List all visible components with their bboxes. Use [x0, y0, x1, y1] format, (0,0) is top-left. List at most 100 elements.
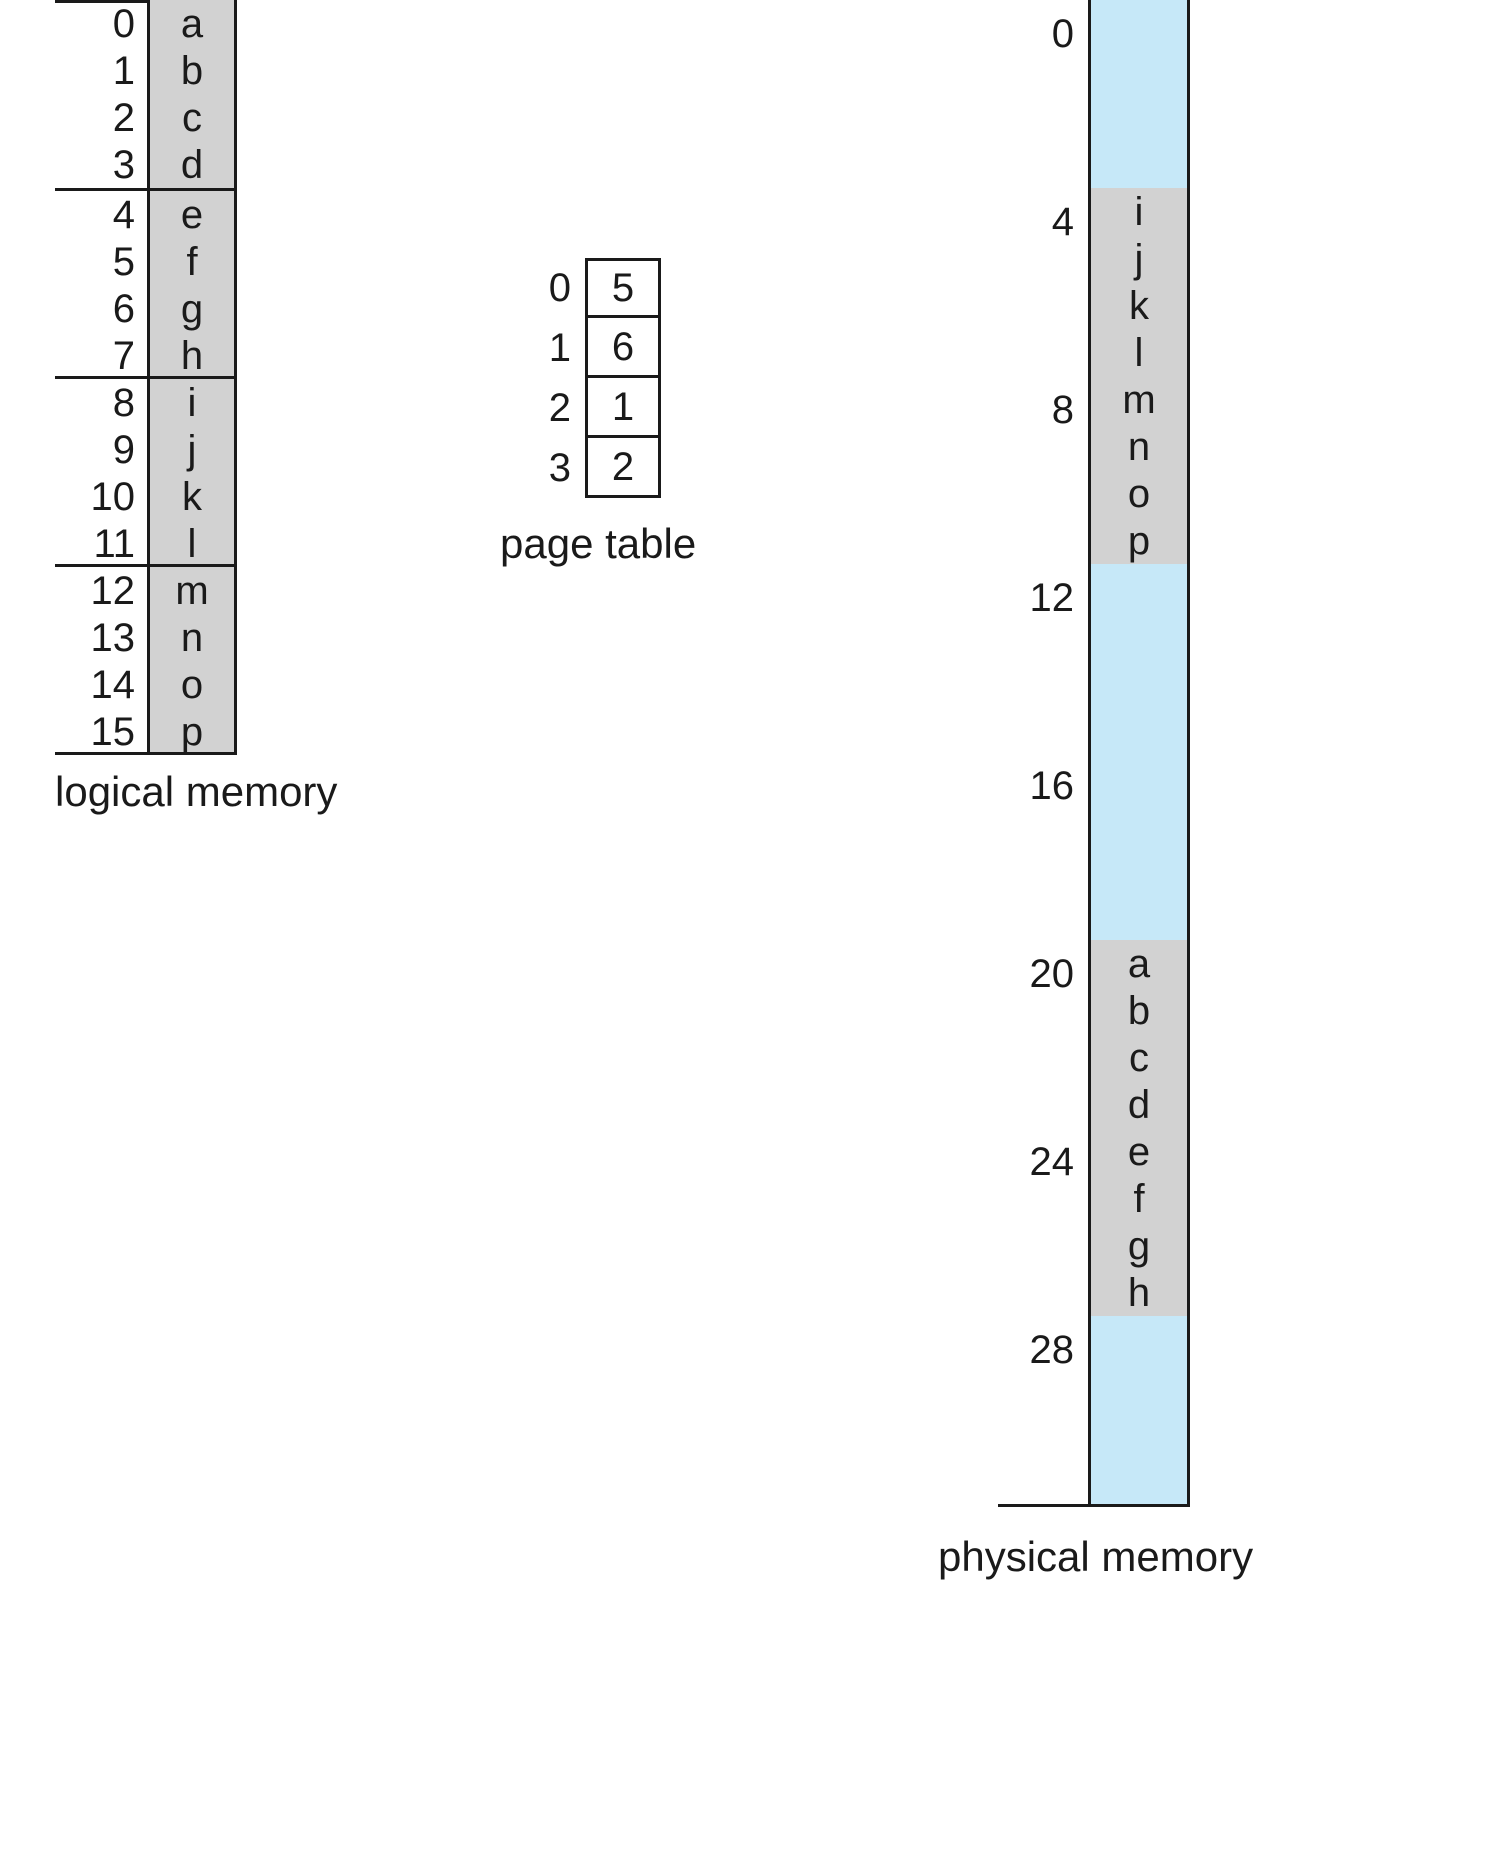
physical-cell-value: n: [1127, 424, 1151, 469]
logical-cell-value: p: [147, 708, 237, 755]
page-table-row: 0 5: [545, 258, 661, 318]
logical-address: 6: [55, 288, 147, 329]
logical-address: 2: [55, 97, 147, 138]
physical-memory-frame-5: 20 a b c d: [998, 940, 1190, 1128]
page-table-row: 1 6: [545, 318, 661, 378]
physical-address: 8: [998, 376, 1088, 564]
physical-cell-value: m: [1122, 377, 1156, 422]
logical-cell-value: k: [147, 473, 237, 520]
physical-address: 4: [998, 188, 1088, 376]
physical-cell-value: p: [1127, 518, 1151, 563]
physical-cell-value: j: [1134, 236, 1144, 281]
page-table-row: 3 2: [545, 438, 661, 498]
page-table-label: page table: [500, 520, 697, 567]
physical-cell-value: i: [1134, 189, 1144, 234]
logical-memory-page-3: 12 m 13 n 14 o 15 p: [55, 564, 237, 755]
logical-address: 10: [55, 476, 147, 517]
logical-memory-row: 4 e: [55, 191, 237, 238]
logical-memory-page-2: 8 i 9 j 10 k 11 l: [55, 376, 237, 567]
logical-memory-row: 7 h: [55, 332, 237, 379]
physical-cell-value: d: [1127, 1082, 1151, 1127]
logical-memory-bottom-border: [55, 752, 237, 755]
page-table-frame-value: 2: [585, 438, 661, 498]
logical-address: 12: [55, 570, 147, 611]
physical-address: 12: [998, 564, 1088, 752]
physical-address: 16: [998, 752, 1088, 940]
logical-cell-value: d: [147, 141, 237, 188]
physical-cell-value: b: [1127, 988, 1151, 1033]
physical-memory-frame-3: 12: [998, 564, 1190, 752]
logical-cell-value: a: [147, 0, 237, 47]
logical-cell-value: j: [147, 426, 237, 473]
logical-memory-row: 13 n: [55, 614, 237, 661]
page-table-frame-value: 1: [585, 378, 661, 438]
physical-memory-frame-0: 0: [998, 0, 1190, 188]
physical-cell-value: h: [1127, 1270, 1151, 1315]
logical-address: 8: [55, 382, 147, 423]
logical-memory-row: 10 k: [55, 473, 237, 520]
physical-memory-bottom-border: [998, 1504, 1190, 1507]
logical-address: 7: [55, 335, 147, 376]
logical-memory-row: 12 m: [55, 567, 237, 614]
logical-memory-row: 15 p: [55, 708, 237, 755]
logical-address: 0: [55, 3, 147, 44]
page-table-index: 1: [548, 326, 571, 370]
physical-memory-frame-2: 8 m n o p: [998, 376, 1190, 564]
page-table-index: 0: [548, 266, 571, 310]
physical-frame-contents: i j k l: [1088, 188, 1190, 376]
logical-memory-row: 5 f: [55, 238, 237, 285]
logical-memory-row: 14 o: [55, 661, 237, 708]
logical-address: 3: [55, 144, 147, 185]
physical-memory-frame-4: 16: [998, 752, 1190, 940]
logical-address: 9: [55, 429, 147, 470]
logical-address: 13: [55, 617, 147, 658]
logical-cell-value: e: [147, 191, 237, 238]
physical-memory-frame-7: 28: [998, 1316, 1190, 1504]
physical-address: 20: [998, 940, 1088, 1128]
logical-cell-value: l: [147, 520, 237, 567]
logical-memory-page-0: 0 a 1 b 2 c 3 d: [55, 0, 237, 188]
physical-address: 24: [998, 1128, 1088, 1316]
logical-address: 11: [55, 523, 147, 564]
logical-cell-value: c: [147, 94, 237, 141]
physical-frame-contents: [1088, 1316, 1190, 1504]
logical-address: 15: [55, 711, 147, 752]
physical-memory-frame-6: 24 e f g h: [998, 1128, 1190, 1316]
logical-memory-row: 11 l: [55, 520, 237, 567]
logical-address: 5: [55, 241, 147, 282]
logical-cell-value: i: [147, 379, 237, 426]
logical-address: 4: [55, 194, 147, 235]
physical-frame-contents: m n o p: [1088, 376, 1190, 564]
logical-cell-value: h: [147, 332, 237, 379]
physical-cell-value: e: [1127, 1129, 1151, 1174]
logical-memory-row: 0 a: [55, 0, 237, 47]
logical-cell-value: g: [147, 285, 237, 332]
logical-cell-value: f: [147, 238, 237, 285]
logical-cell-value: n: [147, 614, 237, 661]
physical-frame-contents: a b c d: [1088, 940, 1190, 1128]
physical-frame-contents: [1088, 752, 1190, 940]
page-table-index: 3: [548, 446, 571, 490]
physical-frame-contents: [1088, 564, 1190, 752]
logical-cell-value: o: [147, 661, 237, 708]
physical-memory-block: 0 4 i j k l 8 m n o p 12: [938, 0, 1253, 1580]
physical-frame-contents: [1088, 0, 1190, 188]
page-table-block: 0 5 1 6 2 1 3 2 page table: [500, 258, 696, 567]
physical-cell-value: f: [1133, 1176, 1145, 1221]
physical-frame-contents: e f g h: [1088, 1128, 1190, 1316]
logical-memory-row: 3 d: [55, 141, 237, 188]
logical-memory-page-1: 4 e 5 f 6 g 7 h: [55, 188, 237, 379]
physical-cell-value: k: [1129, 283, 1149, 328]
logical-address: 1: [55, 50, 147, 91]
logical-memory-row: 8 i: [55, 379, 237, 426]
logical-memory-label: logical memory: [55, 768, 338, 815]
physical-cell-value: a: [1127, 941, 1151, 986]
logical-address: 14: [55, 664, 147, 705]
page-table-frame-value: 6: [585, 318, 661, 378]
physical-cell-value: l: [1134, 330, 1144, 375]
logical-memory-row: 6 g: [55, 285, 237, 332]
physical-memory-frame-1: 4 i j k l: [998, 188, 1190, 376]
physical-address: 28: [998, 1316, 1088, 1504]
page-table-index: 2: [548, 386, 571, 430]
logical-memory-top-border: [55, 0, 237, 3]
